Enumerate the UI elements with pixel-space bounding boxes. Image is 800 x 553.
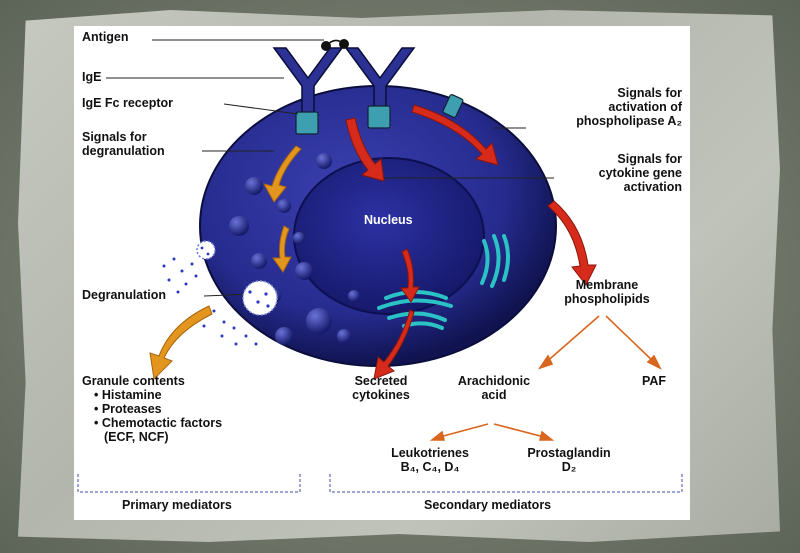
mediator-brackets (77, 474, 683, 493)
label-signals-cytokine: Signals for cytokine gene activation (598, 152, 682, 194)
released-granules (162, 240, 278, 346)
granule-item: • Chemotactic factors (94, 416, 223, 430)
label-membrane-phospholipids: Membrane phospholipids (564, 278, 650, 306)
antigen-molecule (321, 39, 349, 51)
label-signals-degranulation: Signals for degranulation (82, 130, 165, 158)
fc-receptors (295, 94, 464, 135)
pathway-branches (429, 315, 662, 441)
label-prostaglandin: Prostaglandin D₂ (527, 446, 611, 474)
label-ige: IgE (82, 70, 102, 84)
granule-item: • Proteases (94, 402, 162, 416)
label-primary-mediators: Primary mediators (122, 498, 232, 512)
cell-granules (229, 153, 360, 345)
mast-cell-diagram (77, 39, 683, 493)
label-arachidonic-acid: Arachidonic acid (457, 374, 531, 402)
label-degranulation: Degranulation (82, 288, 167, 302)
label-nucleus: Nucleus (364, 213, 413, 227)
degranulation-arrows (149, 145, 302, 381)
label-secondary-mediators: Secondary mediators (424, 498, 552, 512)
signal-arrows (345, 104, 597, 380)
label-leukotrienes: Leukotrienes B₄, C₄, D₄ (391, 446, 469, 474)
label-paf: PAF (642, 374, 667, 388)
label-signals-phospholipase: Signals for activation of phospholipase … (576, 86, 682, 128)
label-antigen: Antigen (82, 30, 129, 44)
nucleus-shape (293, 157, 485, 315)
label-granule-contents: Granule contents (82, 374, 185, 388)
label-ige-fc-receptor: IgE Fc receptor (82, 96, 173, 110)
granule-item: • Histamine (94, 388, 162, 402)
granule-item-ecf: (ECF, NCF) (104, 430, 169, 444)
ige-antibodies (272, 47, 416, 115)
label-secreted-cytokines: Secreted cytokines (352, 374, 410, 402)
diagram-panel: Antigen IgE IgE Fc receptor Signals for … (74, 26, 690, 520)
